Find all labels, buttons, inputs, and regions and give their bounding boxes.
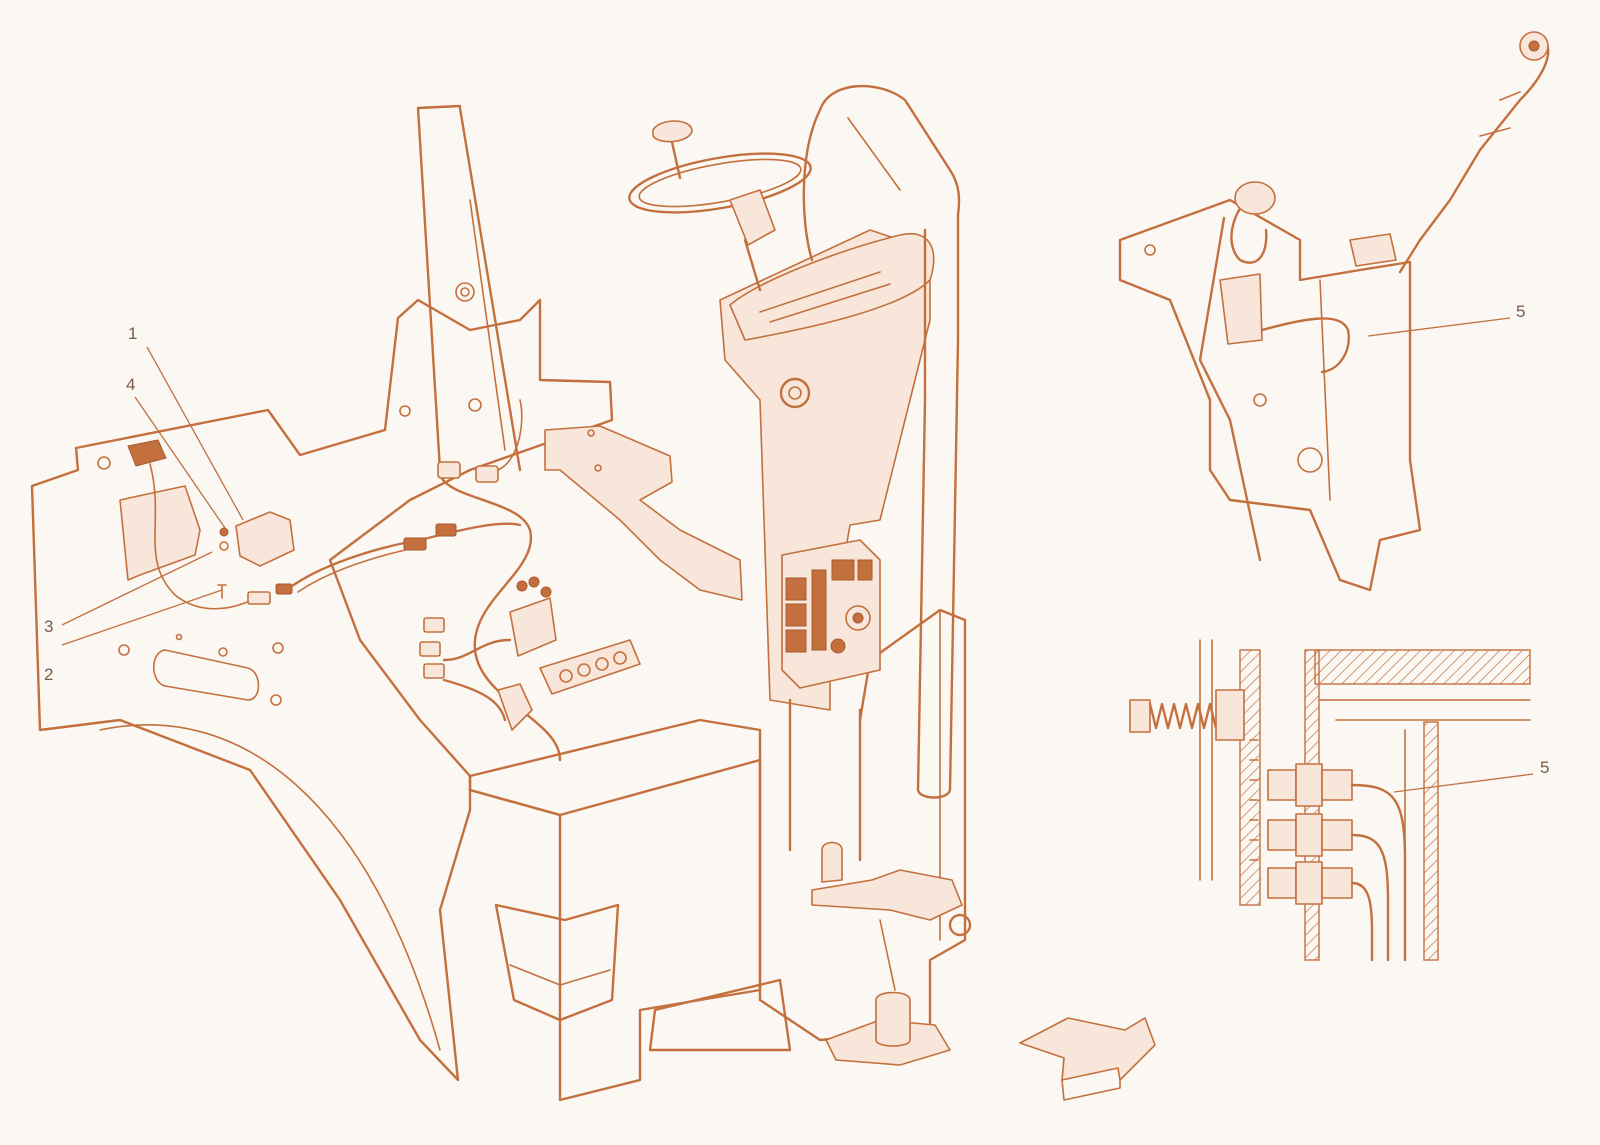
arrow-depth (1061, 1079, 1121, 1101)
roll-bar-inner (847, 117, 901, 191)
section-lines (1319, 699, 1531, 721)
harness-connector-b (435, 523, 457, 537)
fender-holes (97, 282, 482, 706)
mount-bracket (119, 485, 201, 581)
floor-plate (468, 718, 762, 817)
lever-plate-edge (1319, 279, 1331, 501)
lever-arm-large (1398, 38, 1550, 274)
lever-connector-block (1219, 273, 1263, 345)
connector-plug (275, 583, 293, 595)
leader-2 (61, 589, 223, 646)
nut (219, 527, 229, 537)
leader-4 (134, 396, 226, 529)
lever-plate (1118, 198, 1422, 592)
callout-1: 1 (128, 324, 137, 343)
bolt-spring-assembly (1129, 689, 1245, 741)
cable-5-section-c (1350, 881, 1374, 962)
sensor-unit (235, 511, 295, 567)
section-plate-left (1239, 649, 1261, 906)
console-housing (758, 608, 967, 1042)
roll-bar (818, 84, 961, 799)
section-wall (1423, 721, 1439, 961)
fittings (1267, 763, 1353, 905)
callout-5-bottom: 5 (1540, 758, 1549, 777)
ignition (779, 377, 811, 409)
steering-wheel (628, 152, 812, 214)
column-lower (788, 698, 862, 862)
cable-5-section-b (1350, 833, 1390, 962)
leader-3 (61, 551, 213, 626)
cable-5-inset (1260, 317, 1350, 374)
bracket-hole-a (587, 429, 595, 437)
leader-1 (146, 346, 244, 521)
wheel-knob (652, 120, 693, 143)
step-recess (494, 903, 620, 1022)
upper-connector-b (475, 465, 499, 483)
callout-5-top: 5 (1516, 302, 1525, 321)
lever-arm-small (1198, 216, 1262, 562)
screw (217, 584, 227, 599)
lever-inset (1118, 31, 1550, 592)
bracket-hole-b (594, 464, 602, 472)
callout-4: 4 (126, 375, 135, 394)
pedal-bracket (811, 869, 963, 921)
harness-connector-a (403, 537, 427, 551)
lever-boss (1297, 447, 1323, 473)
foot-pedal-post (875, 991, 911, 1047)
section-plate-top (1314, 649, 1531, 685)
fender-inner-arc (99, 724, 441, 1051)
rear-post-inner (469, 199, 506, 451)
relay-board (781, 539, 881, 689)
main-assembly (30, 84, 1156, 1102)
step-recess-edge (509, 964, 611, 986)
section-rail (1199, 639, 1213, 881)
fender-panel (30, 298, 614, 1082)
connector-small (247, 591, 271, 605)
knob-stem (670, 140, 682, 180)
callout-labels: 1 2 3 4 5 5 (44, 302, 1549, 777)
roll-bar-front (802, 108, 822, 262)
side-bracket (544, 425, 743, 601)
column-dash (729, 232, 935, 341)
callout-leaders (61, 317, 1534, 793)
bracket-clip (127, 439, 167, 467)
pedal-eye (948, 913, 972, 937)
upper-connector-a (437, 461, 461, 479)
leader-5a (1367, 317, 1511, 337)
lever-knob-small (1234, 181, 1276, 215)
callout-2: 2 (44, 665, 53, 684)
lever-pivot (1349, 233, 1397, 267)
cable-5-section-a (1350, 783, 1407, 962)
wiring-harness-2 (297, 545, 427, 593)
callout-3: 3 (44, 617, 53, 636)
upper-wire (497, 399, 523, 471)
pedal-rod (879, 919, 896, 991)
lever-grip (1479, 91, 1521, 137)
rear-post (416, 104, 522, 472)
dash-detail (759, 271, 891, 323)
section-inset (1129, 639, 1531, 962)
toe-plate (648, 978, 792, 1052)
pedal-pivot (821, 841, 843, 883)
direction-arrow-icon (1019, 1017, 1156, 1081)
floor-box-left (468, 788, 562, 817)
wheel-hub (729, 189, 776, 246)
leader-5b (1393, 773, 1534, 793)
section-ticks (1249, 739, 1259, 861)
fender-slot (152, 649, 260, 701)
clip-cable (149, 463, 253, 610)
washer (219, 541, 229, 551)
steering-shaft (743, 238, 762, 292)
terminal-strip (419, 576, 641, 731)
